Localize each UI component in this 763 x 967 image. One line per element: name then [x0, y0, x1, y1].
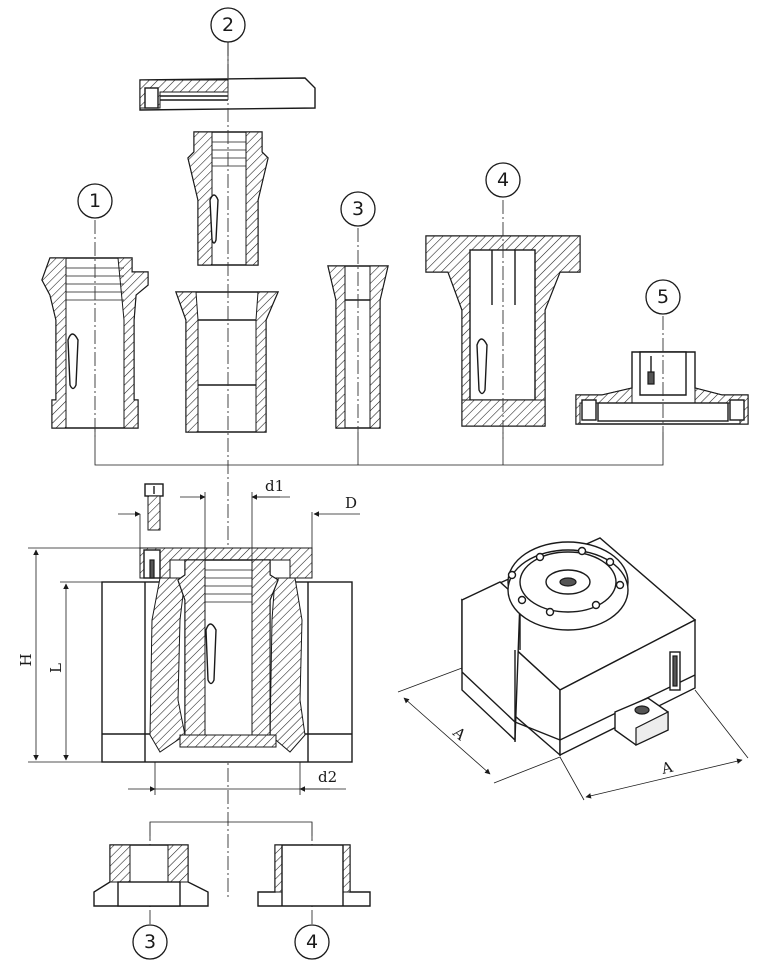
- bottom-part-3: [93, 844, 209, 907]
- axis-lines: [94, 42, 664, 900]
- callout-bottom-4-label: 4: [306, 931, 318, 953]
- callout-5: 5: [645, 279, 681, 315]
- dim-H-label: H: [17, 653, 35, 666]
- part-2-cap: [139, 77, 316, 111]
- callout-2: 2: [210, 7, 246, 78]
- dim-D-label: D: [345, 494, 357, 512]
- group-bracket: [94, 428, 664, 466]
- dim-A-left-label: A: [449, 723, 470, 745]
- callout-4-label: 4: [497, 169, 509, 191]
- screw: [144, 483, 164, 531]
- isometric-block: [397, 537, 749, 801]
- dim-L-label: L: [47, 663, 65, 673]
- part-4-holder: [425, 235, 581, 427]
- main-assembly: [101, 547, 353, 763]
- callout-3-label: 3: [352, 198, 364, 220]
- callout-4: 4: [485, 162, 521, 198]
- callout-1-label: 1: [89, 190, 101, 212]
- dim-A-right-label: A: [659, 758, 675, 778]
- callout-5-label: 5: [657, 286, 669, 308]
- dim-d2-label: d2: [318, 768, 337, 786]
- callout-2-label: 2: [222, 14, 234, 36]
- dim-d1-label: d1: [265, 477, 284, 495]
- callout-bottom-3: 3: [132, 924, 168, 960]
- part-5-flange: [575, 351, 749, 425]
- bottom-part-4: [257, 844, 371, 907]
- callout-bottom-4: 4: [294, 924, 330, 960]
- callout-bottom-3-label: 3: [144, 931, 156, 953]
- part-2-sleeve: [175, 291, 280, 433]
- callout-3: 3: [340, 191, 376, 227]
- callout-1: 1: [77, 183, 113, 219]
- dimensions: [28, 492, 360, 795]
